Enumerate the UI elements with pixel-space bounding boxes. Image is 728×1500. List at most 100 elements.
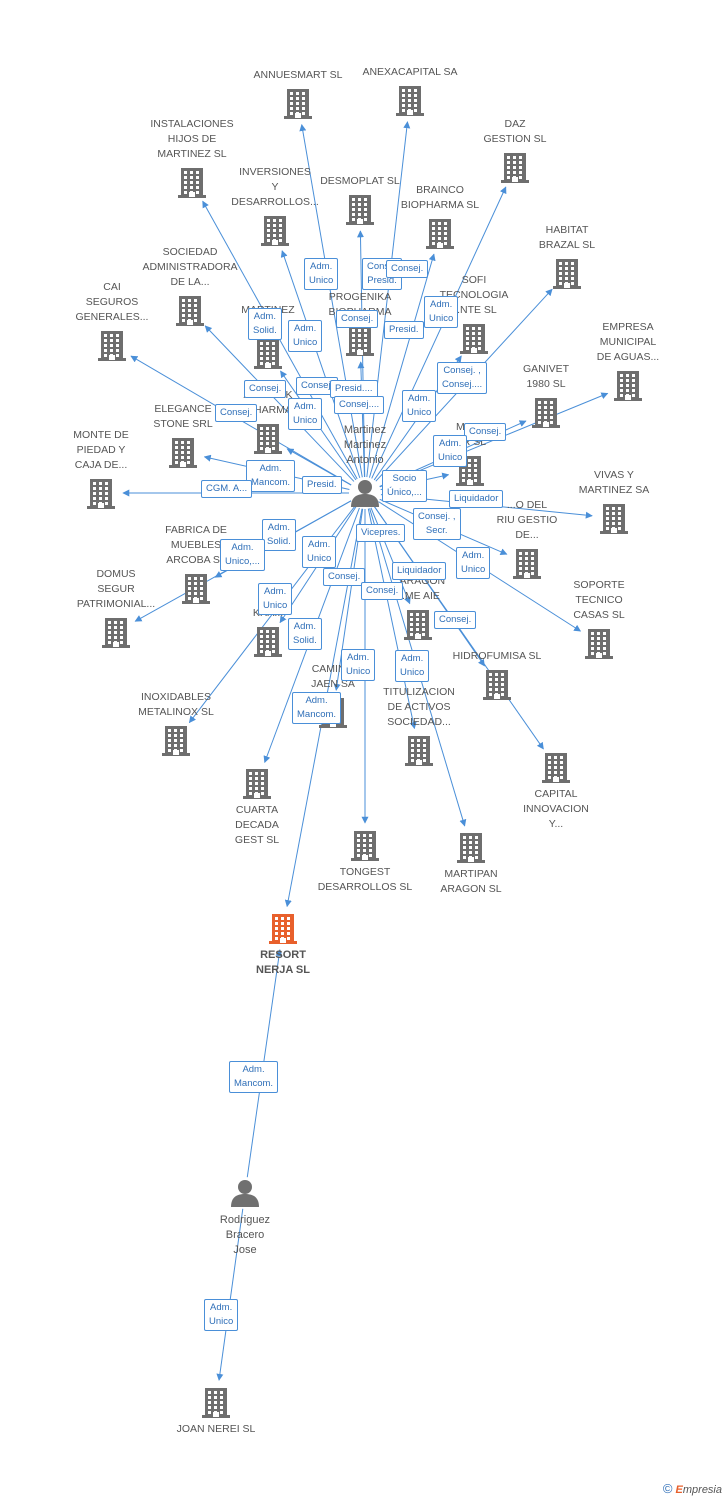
company-label-soporte[interactable]: SOPORTE TECNICO CASAS SL — [573, 579, 625, 621]
company-label-hidrofumisa[interactable]: HIDROFUMISA SL — [452, 650, 542, 662]
company-label-martipan[interactable]: MARTIPAN ARAGON SL — [440, 868, 502, 895]
company-label-capital[interactable]: CAPITAL INNOVACION Y... — [523, 788, 589, 830]
building-icon[interactable] — [405, 736, 433, 766]
building-icon[interactable] — [269, 914, 297, 944]
building-icon[interactable] — [542, 753, 570, 783]
company-label-joan[interactable]: JOAN NEREI SL — [176, 1423, 256, 1435]
role-badge[interactable]: Adm. Mancom. — [229, 1061, 279, 1093]
building-icon[interactable] — [87, 479, 115, 509]
building-icon[interactable] — [483, 670, 511, 700]
role-badge[interactable]: Adm. Solid. — [288, 618, 322, 650]
role-badge[interactable]: Consej. , Secr. — [413, 508, 461, 540]
company-label-habitat[interactable]: HABITAT BRAZAL SL — [538, 224, 596, 251]
role-badge[interactable]: Adm. Unico — [258, 583, 293, 615]
building-icon[interactable] — [501, 153, 529, 183]
building-icon[interactable] — [532, 398, 560, 428]
role-badge[interactable]: Adm. Unico,... — [220, 539, 265, 571]
role-badge[interactable]: Presid. — [384, 321, 424, 339]
building-icon[interactable] — [182, 574, 210, 604]
role-badge[interactable]: Consej. — [361, 582, 404, 600]
person-icon[interactable] — [231, 1180, 259, 1207]
role-badge[interactable]: Adm. Mancom. — [246, 460, 296, 492]
company-label-domus[interactable]: DOMUS SEGUR PATRIMONIAL... — [76, 568, 156, 610]
person-label-martinez[interactable]: Martinez Martinez Antonio — [343, 424, 387, 466]
role-badge[interactable]: Vicepres. — [356, 524, 406, 542]
role-badge[interactable]: Adm. Solid. — [262, 519, 296, 551]
role-badge[interactable]: Socio Único,... — [382, 470, 427, 502]
company-label-daz[interactable]: DAZ GESTION SL — [483, 118, 547, 145]
building-icon[interactable] — [585, 629, 613, 659]
role-badge[interactable]: Adm. Unico — [433, 435, 468, 467]
role-badge[interactable]: Adm. Unico — [395, 650, 430, 682]
company-label-cai[interactable]: CAI SEGUROS GENERALES... — [75, 281, 149, 323]
building-icon[interactable] — [98, 331, 126, 361]
building-icon[interactable] — [254, 339, 282, 369]
company-label-tongest[interactable]: TONGEST DESARROLLOS SL — [317, 866, 413, 893]
role-badge[interactable]: Adm. Unico — [304, 258, 339, 290]
role-badge[interactable]: Adm. Unico — [204, 1299, 239, 1331]
role-badge[interactable]: Adm. Unico — [424, 296, 459, 328]
role-badge[interactable]: Adm. Unico — [288, 320, 323, 352]
building-icon[interactable] — [457, 833, 485, 863]
building-icon[interactable] — [600, 504, 628, 534]
company-label-riu[interactable]: ...O DEL RIU GESTIO DE... — [496, 499, 558, 541]
building-icon[interactable] — [178, 168, 206, 198]
company-label-annuesmart[interactable]: ANNUESMART SL — [253, 69, 343, 81]
role-badge[interactable]: Adm. Mancom. — [292, 692, 342, 724]
role-badge[interactable]: Consej. — [434, 611, 477, 629]
role-badge[interactable]: Adm. Unico — [402, 390, 437, 422]
role-badge[interactable]: CGM. A... — [201, 480, 253, 498]
company-label-inoxidables[interactable]: INOXIDABLES METALINOX SL — [138, 691, 214, 718]
role-badge[interactable]: Consej. — [386, 260, 429, 278]
building-icon[interactable] — [553, 259, 581, 289]
building-icon[interactable] — [460, 324, 488, 354]
company-label-sociedad[interactable]: SOCIEDAD ADMINISTRADORA DE LA... — [142, 246, 238, 288]
company-label-sofi[interactable]: SOFI TECNOLOGIA ...NTE SL — [439, 274, 509, 316]
role-badge[interactable]: Consej.... — [334, 396, 385, 414]
empresia-logo[interactable]: © Empresia — [663, 1481, 722, 1496]
building-icon[interactable] — [396, 86, 424, 116]
building-icon[interactable] — [102, 618, 130, 648]
company-label-vivas[interactable]: VIVAS Y MARTINEZ SA — [578, 469, 650, 496]
company-label-desmoplat[interactable]: DESMOPLAT SL — [320, 175, 400, 187]
role-badge[interactable]: Consej. — [336, 310, 379, 328]
company-label-cuarta[interactable]: CUARTA DECADA GEST SL — [234, 804, 280, 846]
role-badge[interactable]: Adm. Unico — [288, 398, 323, 430]
building-icon[interactable] — [254, 424, 282, 454]
building-icon[interactable] — [404, 610, 432, 640]
role-badge[interactable]: Adm. Unico — [302, 536, 337, 568]
building-icon[interactable] — [169, 438, 197, 468]
person-icon[interactable] — [351, 480, 379, 507]
company-label-empresa[interactable]: EMPRESA MUNICIPAL DE AGUAS... — [596, 321, 660, 363]
role-badge[interactable]: Consej. — [464, 423, 507, 441]
role-badge[interactable]: Presid. — [302, 476, 342, 494]
building-icon[interactable] — [351, 831, 379, 861]
company-label-monte[interactable]: MONTE DE PIEDAD Y CAJA DE... — [73, 429, 129, 471]
building-icon[interactable] — [254, 627, 282, 657]
company-label-ganivet[interactable]: GANIVET 1980 SL — [522, 363, 570, 390]
person-label-rodriguez[interactable]: Rodriguez Bracero Jose — [219, 1214, 271, 1256]
company-label-anexacapital[interactable]: ANEXACAPITAL SA — [362, 66, 458, 78]
role-badge[interactable]: Adm. Solid. — [248, 308, 282, 340]
building-icon[interactable] — [346, 326, 374, 356]
building-icon[interactable] — [513, 549, 541, 579]
company-label-brainco[interactable]: BRAINCO BIOPHARMA SL — [400, 184, 480, 211]
company-label-instalaciones[interactable]: INSTALACIONES HIJOS DE MARTINEZ SL — [150, 118, 234, 160]
role-badge[interactable]: Consej. — [244, 380, 287, 398]
building-icon[interactable] — [614, 371, 642, 401]
company-label-resort[interactable]: RESORT NERJA SL — [256, 949, 310, 976]
role-badge[interactable]: Adm. Unico — [456, 547, 491, 579]
company-label-titulizacion[interactable]: TITULIZACION DE ACTIVOS SOCIEDAD... — [383, 686, 455, 728]
role-badge[interactable]: Consej. — [215, 404, 258, 422]
building-icon[interactable] — [284, 89, 312, 119]
role-badge[interactable]: Adm. Unico — [341, 649, 376, 681]
building-icon[interactable] — [176, 296, 204, 326]
building-icon[interactable] — [162, 726, 190, 756]
building-icon[interactable] — [243, 769, 271, 799]
role-badge[interactable]: Consej. — [323, 568, 366, 586]
role-badge[interactable]: Consej. , Consej.... — [437, 362, 488, 394]
building-icon[interactable] — [426, 219, 454, 249]
building-icon[interactable] — [261, 216, 289, 246]
role-badge[interactable]: Liquidador — [392, 562, 447, 580]
building-icon[interactable] — [202, 1388, 230, 1418]
